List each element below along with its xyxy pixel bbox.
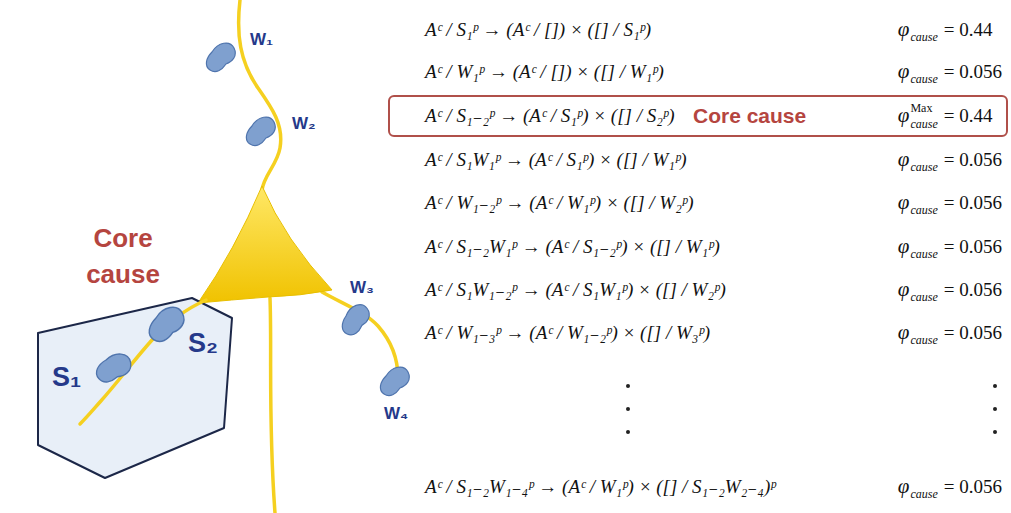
- region-heading: Core cause: [58, 220, 188, 292]
- phi-index: cause: [910, 320, 937, 346]
- phi-number: = 0.056: [944, 61, 1002, 84]
- box-label: Core cause: [693, 103, 806, 128]
- phi-number: = 0.056: [944, 149, 1002, 172]
- subscript: cause: [910, 334, 937, 346]
- phi-symbol: φ: [898, 191, 910, 214]
- phi-symbol: φ: [898, 148, 910, 171]
- equation: Aᶜ / S₁W₁ᵖ → (Aᶜ / S₁ᵖ) × ([] / W₁ᵖ): [425, 148, 687, 172]
- equation: Aᶜ / S₁₋₂ᵖ → (Aᶜ / S₁ᵖ) × ([] / S₂ᵖ): [425, 104, 675, 128]
- equation: Aᶜ / S₁₋₂W₁₋₄ᵖ → (Aᶜ / W₁ᵖ) × ([] / S₁₋₂…: [425, 475, 776, 499]
- synapse-label: W₁: [250, 30, 273, 50]
- phi-index: cause: [910, 190, 937, 216]
- phi-number: = 0.056: [944, 476, 1002, 499]
- equation: Aᶜ / W₁ᵖ → (Aᶜ / []) × ([] / W₁ᵖ): [425, 60, 664, 84]
- phi-number: = 0.056: [944, 192, 1002, 215]
- subscript: cause: [910, 118, 937, 130]
- phi-value: φcause = 0.056: [898, 59, 1002, 85]
- phi-number: = 0.056: [944, 236, 1002, 259]
- synapses: [206, 43, 409, 396]
- phi-number: = 0.44: [944, 19, 993, 42]
- phi-value: φcause = 0.056: [898, 474, 1002, 500]
- phi-value: φcause = 0.44: [898, 17, 993, 43]
- ellipsis-dots: [626, 384, 997, 434]
- phi-symbol: φ: [898, 60, 910, 83]
- subscript: cause: [910, 73, 937, 85]
- phi-value: φcause = 0.056: [898, 190, 1002, 216]
- phi-symbol: φ: [898, 475, 910, 498]
- synapse-label: W₂: [292, 114, 316, 134]
- equation: Aᶜ / W₁₋₃ᵖ → (Aᶜ / W₁₋₂ᵖ) × ([] / W₃ᵖ): [425, 321, 710, 345]
- subscript: cause: [910, 488, 937, 500]
- phi-value: φcause = 0.056: [898, 277, 1002, 303]
- phi-index: cause: [910, 59, 937, 85]
- synapse-label: W₄: [384, 404, 408, 424]
- phi-number: = 0.056: [944, 279, 1002, 302]
- equation: Aᶜ / S₁W₁₋₂ᵖ → (Aᶜ / S₁W₁ᵖ) × ([] / W₂ᵖ): [425, 278, 726, 302]
- phi-symbol: φ: [898, 321, 910, 344]
- phi-symbol: φ: [898, 235, 910, 258]
- equation: Aᶜ / S₁₋₂W₁ᵖ → (Aᶜ / S₁₋₂ᵖ) × ([] / W₁ᵖ): [425, 235, 720, 259]
- phi-index: cause: [910, 147, 937, 173]
- phi-index: cause: [910, 474, 937, 500]
- phi-index: Max cause: [910, 102, 937, 130]
- subscript: cause: [910, 31, 937, 43]
- phi-symbol: φ: [898, 104, 910, 127]
- phi-value: φcause = 0.056: [898, 320, 1002, 346]
- phi-number: = 0.056: [944, 322, 1002, 345]
- subscript: cause: [910, 161, 937, 173]
- synapse-label: S₁: [52, 362, 81, 393]
- synapse-label: S₂: [188, 328, 218, 359]
- subscript: cause: [910, 248, 937, 260]
- soma: [198, 186, 332, 303]
- subscript: cause: [910, 291, 937, 303]
- superscript: Max: [910, 102, 932, 114]
- phi-value: φMax cause = 0.44: [898, 102, 993, 130]
- equation: Aᶜ / S₁ᵖ → (Aᶜ / []) × ([] / S₁ᵖ): [425, 18, 651, 42]
- phi-symbol: φ: [898, 278, 910, 301]
- phi-index: cause: [910, 17, 937, 43]
- phi-index: cause: [910, 277, 937, 303]
- phi-index: cause: [910, 234, 937, 260]
- phi-value: φcause = 0.056: [898, 234, 1002, 260]
- synapse-label: W₃: [350, 278, 374, 298]
- equation: Aᶜ / W₁₋₂ᵖ → (Aᶜ / W₁ᵖ) × ([] / W₂ᵖ): [425, 191, 694, 215]
- phi-number: = 0.44: [944, 105, 993, 128]
- subscript: cause: [910, 204, 937, 216]
- highlight-box: Aᶜ / S₁₋₂ᵖ → (Aᶜ / S₁ᵖ) × ([] / S₂ᵖ) Core…: [388, 95, 1008, 137]
- phi-symbol: φ: [898, 18, 910, 41]
- phi-value: φcause = 0.056: [898, 147, 1002, 173]
